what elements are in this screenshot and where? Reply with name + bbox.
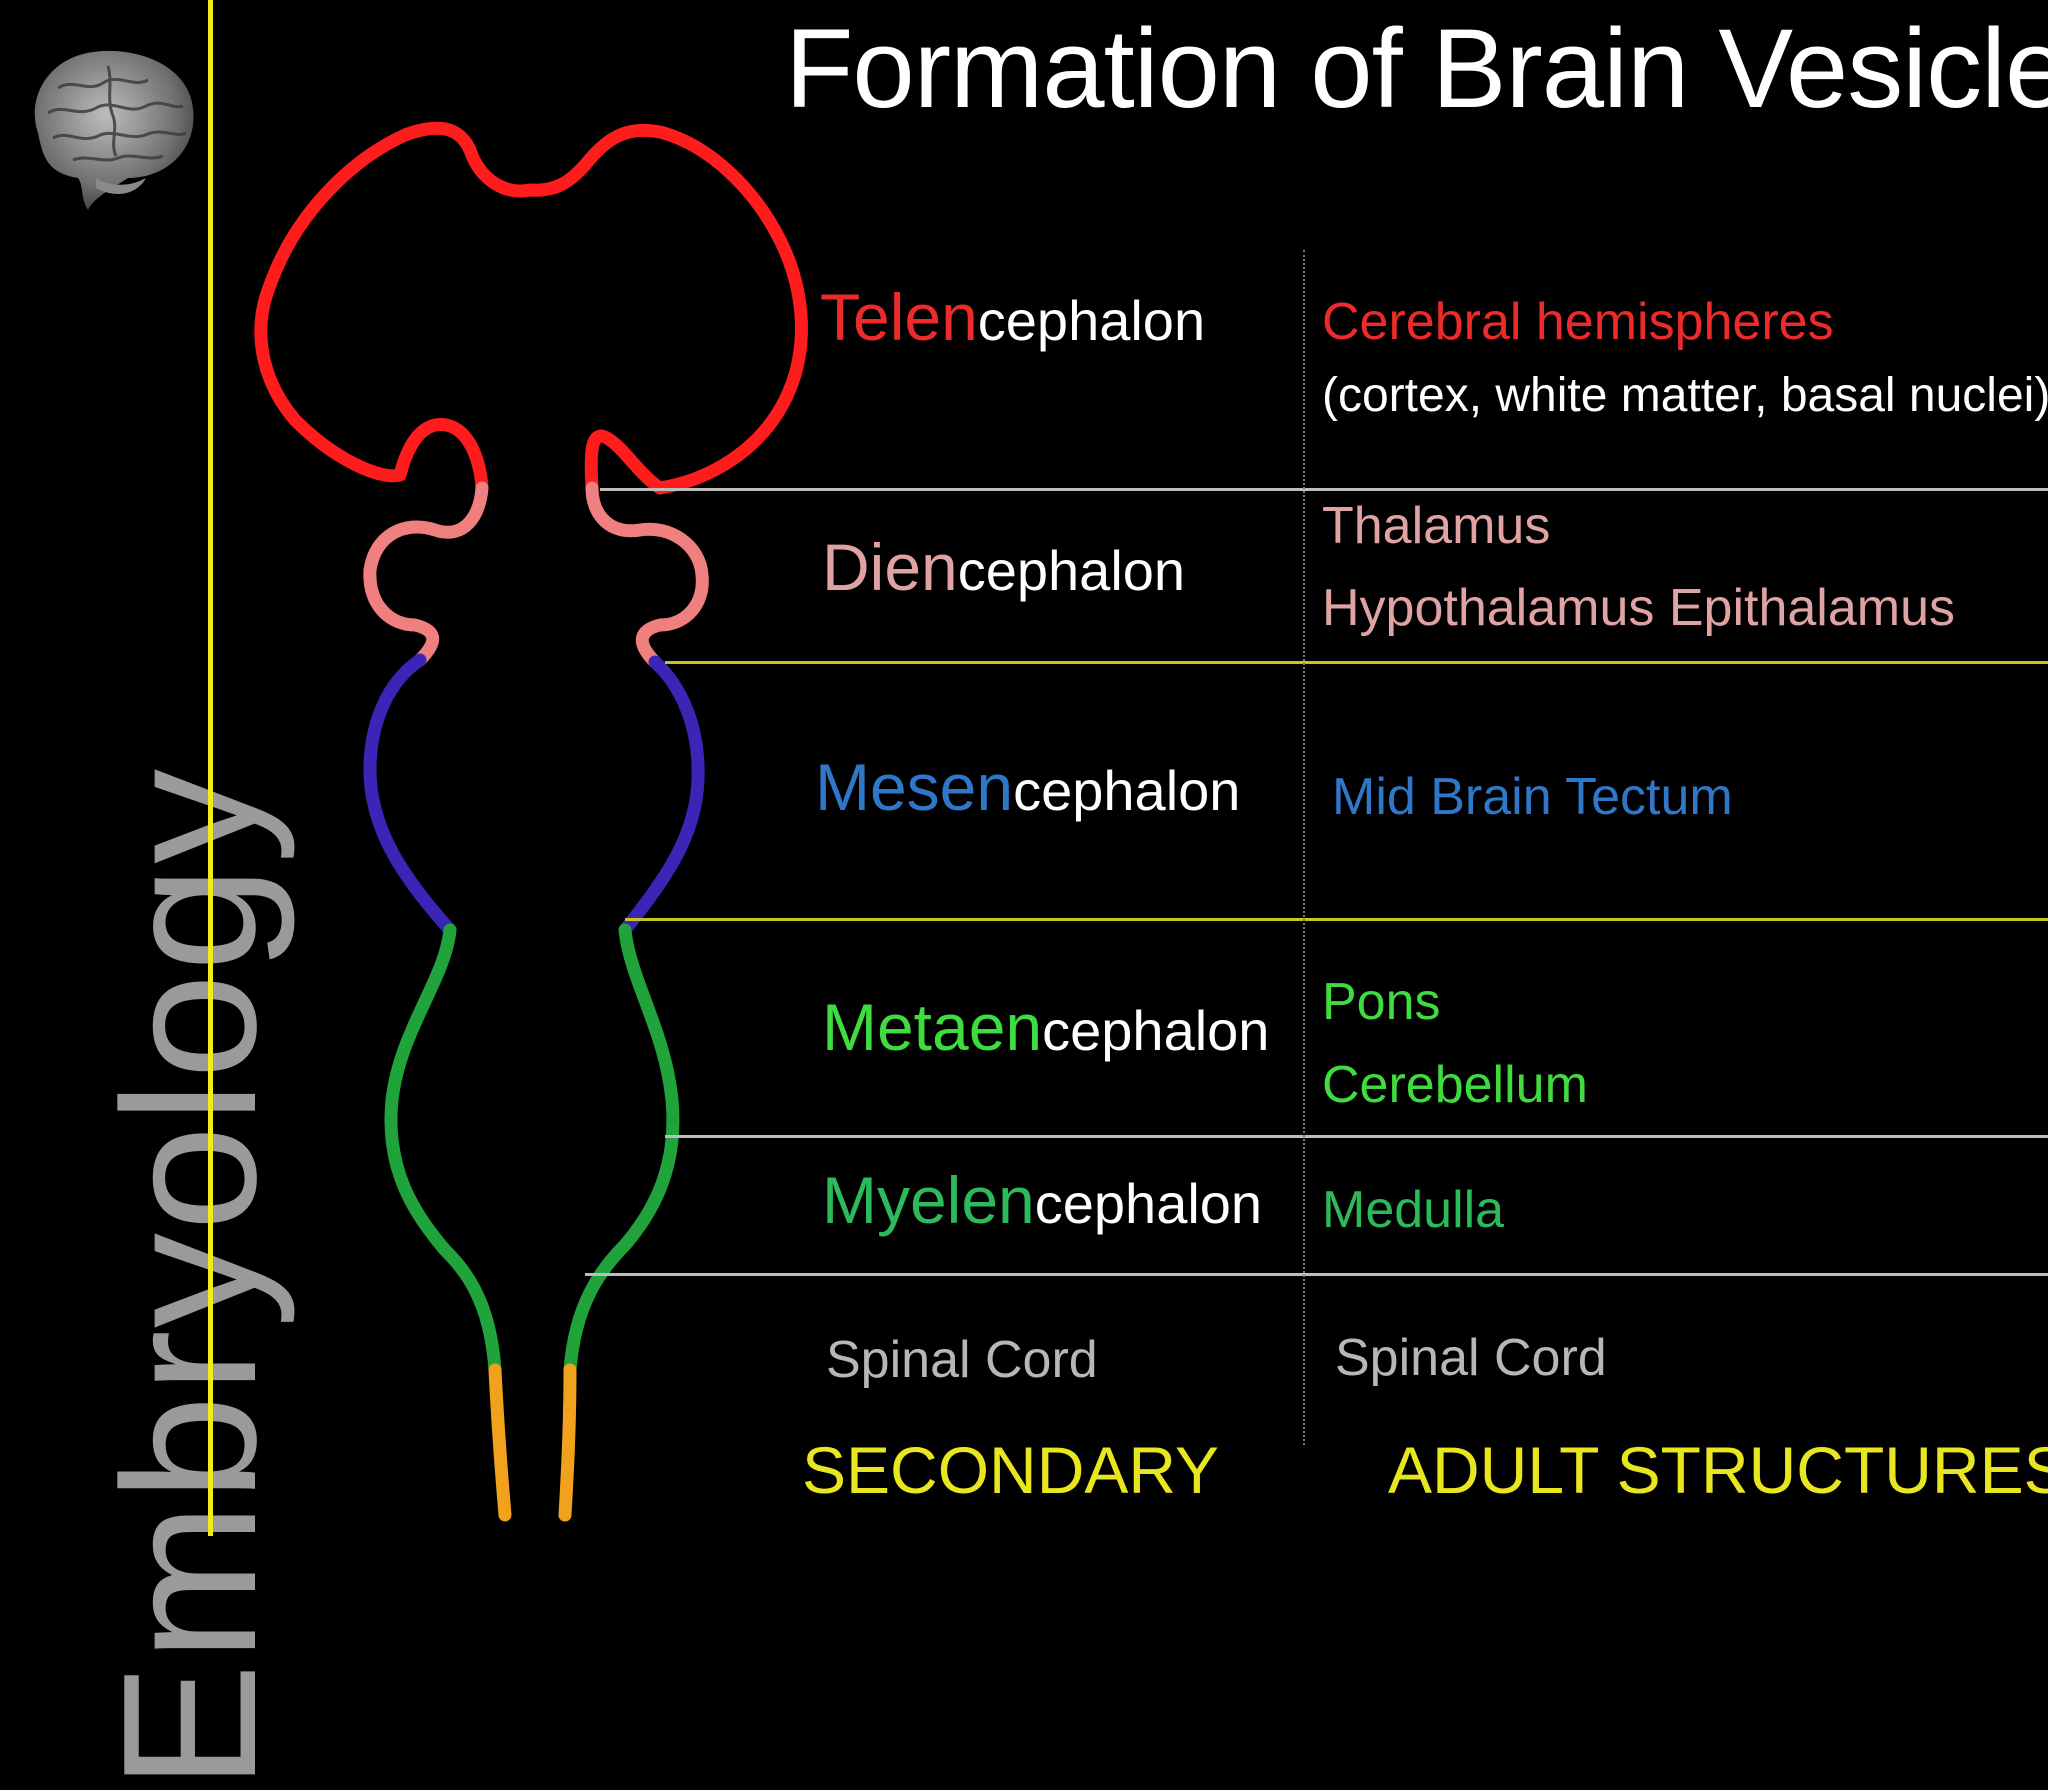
telencephalon-outline <box>254 121 808 495</box>
separator-meten-myelen <box>665 1135 2048 1138</box>
page-title: Formation of Brain Vesicles <box>785 6 2048 131</box>
separator-dien-mesen <box>665 661 2048 664</box>
adult-cerebellum: Cerebellum <box>1322 1056 1588 1114</box>
adult-medulla: Medulla <box>1322 1181 1505 1239</box>
diencephalon-right <box>585 481 709 669</box>
adult-spinal-cord: Spinal Cord <box>1335 1329 1607 1387</box>
brain-icon <box>34 50 194 211</box>
neural-tube-diagram <box>254 121 808 1522</box>
metencephalon-suffix: cephalon <box>1042 999 1270 1062</box>
telencephalon-prefix: Telen <box>820 280 978 354</box>
footer-secondary: SECONDARY <box>802 1433 1219 1507</box>
footer-adult-structures: ADULT STRUCTURES <box>1388 1433 2048 1507</box>
secondary-label-diencephalon: Diencephalon <box>822 534 1186 603</box>
secondary-label-mesencephalon: Mesencephalon <box>815 754 1241 823</box>
myelencephalon-prefix: Myelen <box>822 1163 1035 1237</box>
secondary-label-telencephalon: Telencephalon <box>820 284 1206 353</box>
separator-telen-dien <box>600 488 2048 491</box>
adult-mid-brain-tectum: Mid Brain Tectum <box>1332 768 1733 826</box>
adult-hypothalamus-epithalamus: Hypothalamus Epithalamus <box>1322 579 1955 637</box>
yellow-vertical-rule <box>208 0 213 1536</box>
mesencephalon-suffix: cephalon <box>1013 759 1241 822</box>
separator-myelen-spinal <box>585 1273 2048 1276</box>
spinal-cord-right <box>558 1363 577 1522</box>
metencephalon-left <box>384 923 502 1377</box>
metencephalon-prefix: Metaen <box>822 990 1043 1064</box>
secondary-label-spinal-cord: Spinal Cord <box>826 1331 1098 1389</box>
spinal-cord-left <box>488 1363 512 1522</box>
myelencephalon-suffix: cephalon <box>1034 1172 1263 1235</box>
adult-thalamus: Thalamus <box>1322 497 1551 555</box>
diencephalon-left <box>363 481 489 667</box>
metencephalon-right <box>563 923 680 1377</box>
adult-pons: Pons <box>1322 973 1441 1031</box>
mesencephalon-prefix: Mesen <box>815 750 1014 824</box>
diencephalon-prefix: Dien <box>822 530 958 604</box>
mesencephalon-left <box>363 653 457 937</box>
secondary-label-myelencephalon: Myelencephalon <box>822 1167 1263 1236</box>
separator-mesen-meten <box>625 918 2048 921</box>
column-divider <box>1303 250 1305 1445</box>
telencephalon-suffix: cephalon <box>977 289 1206 352</box>
adult-cerebral-detail: (cortex, white matter, basal nuclei) <box>1322 369 2048 422</box>
mesencephalon-right <box>618 655 705 937</box>
diencephalon-suffix: cephalon <box>957 539 1186 602</box>
adult-cerebral-hemispheres: Cerebral hemispheres <box>1322 293 1834 351</box>
secondary-label-metencephalon: Metaencephalon <box>822 994 1270 1063</box>
